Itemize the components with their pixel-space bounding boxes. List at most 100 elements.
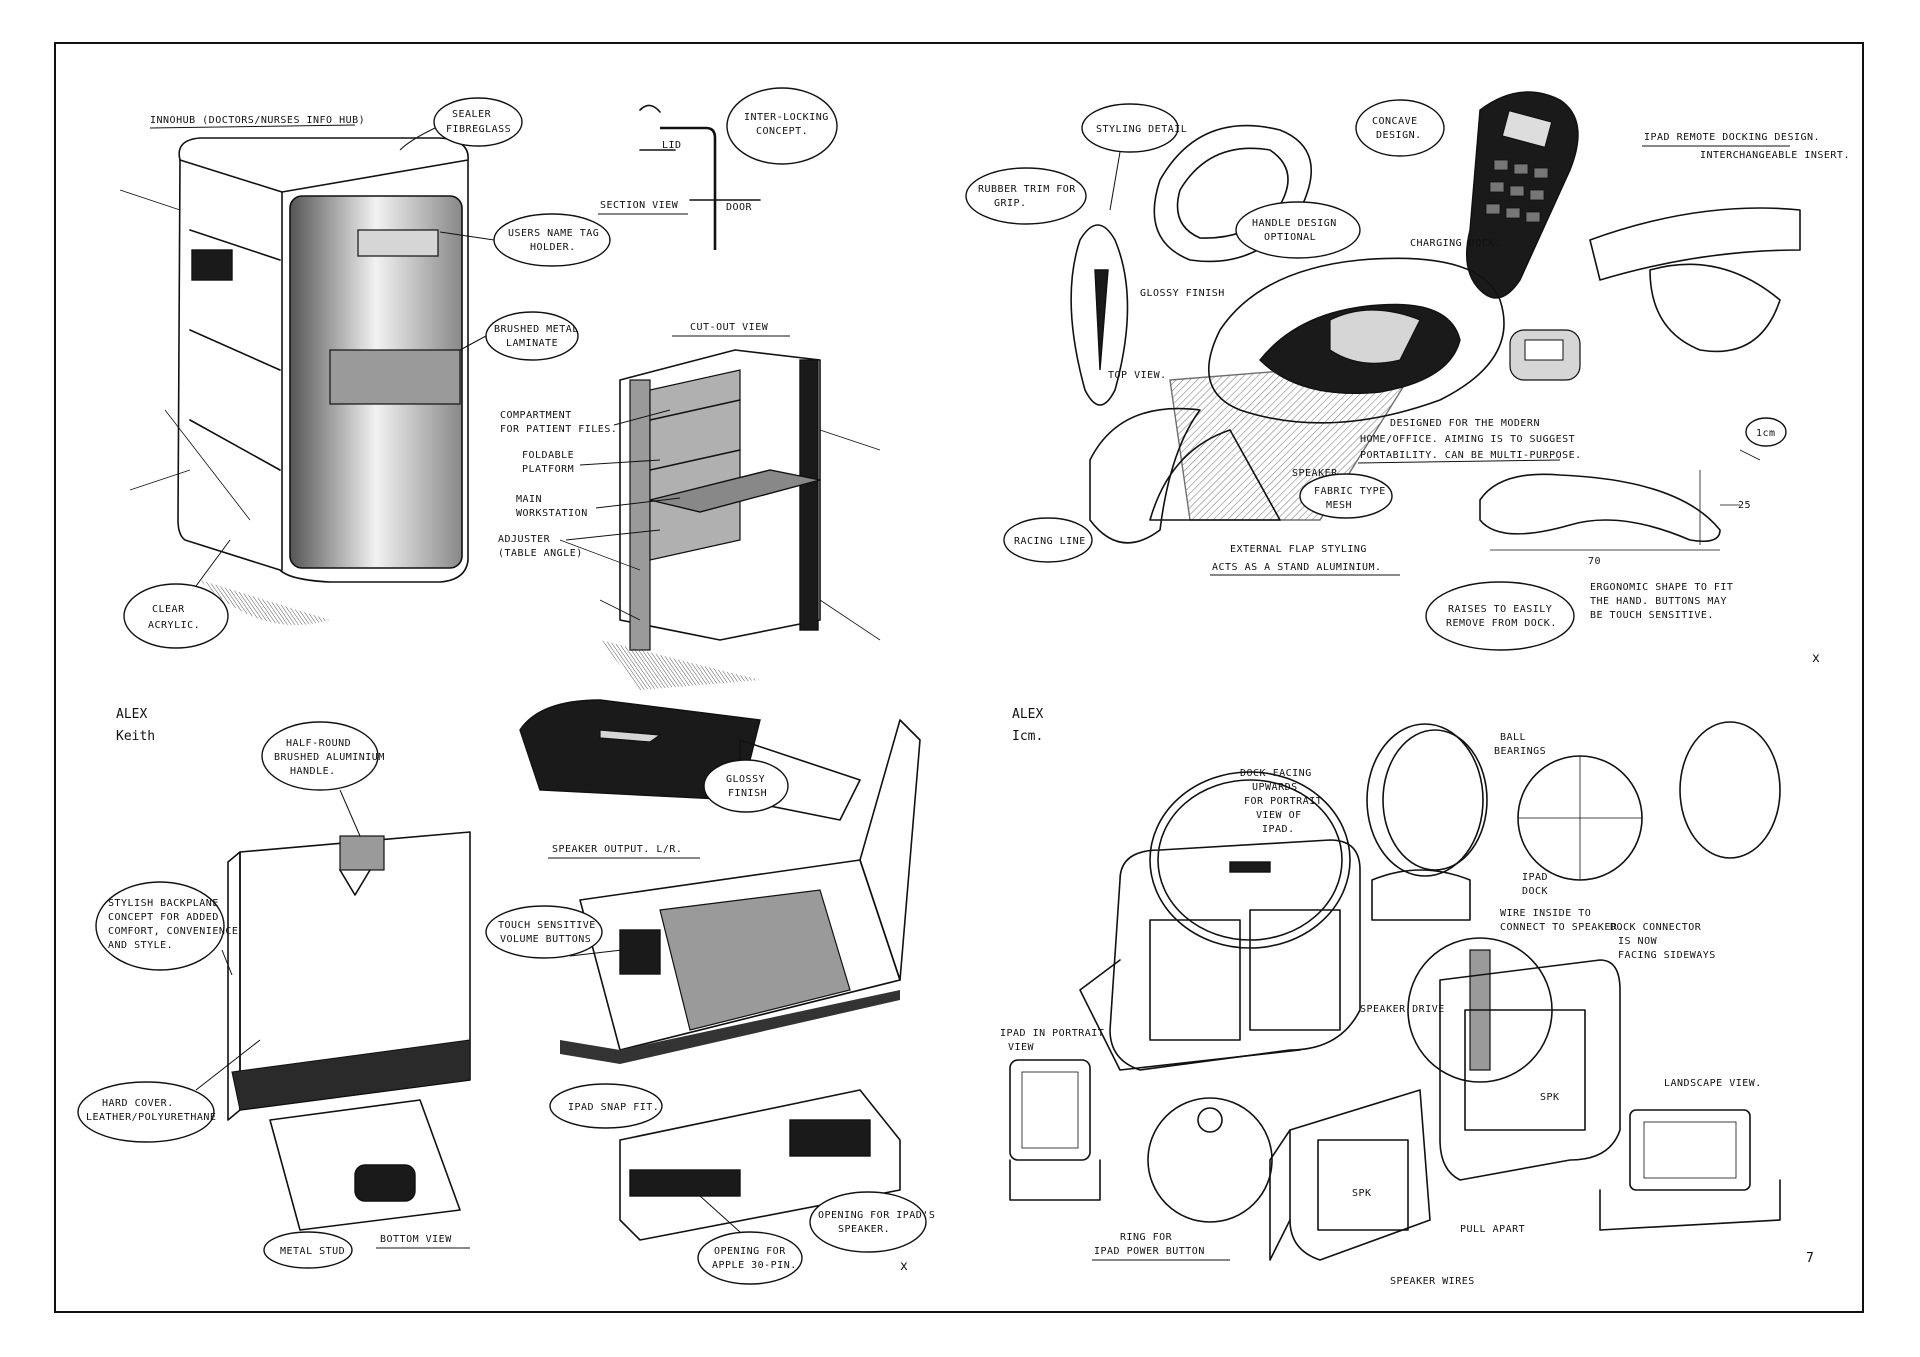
bubble-name-tag (493, 213, 611, 267)
label-connector-3: FACING SIDEWAYS (1618, 950, 1716, 961)
label-dim-1: 1cm (1756, 428, 1776, 439)
label-dock-up-5: IPAD. (1262, 824, 1295, 835)
label-ipad-dock-1: IPAD (1522, 872, 1548, 883)
label-raises-2: REMOVE FROM DOCK. (1446, 618, 1557, 629)
label-mark-br: 7 (1806, 1251, 1814, 1266)
dock-pull-apart-sketch (1147, 937, 1621, 1261)
label-glossy-1: GLOSSY (726, 774, 765, 785)
label-ergonomic-2: THE HAND. BUTTONS MAY (1590, 596, 1727, 607)
cabinet-sketch (119, 137, 469, 625)
label-wire-2: CONNECT TO SPEAKER. (1500, 922, 1624, 933)
label-dock-up-4: VIEW OF (1256, 810, 1302, 821)
label-stylish-3: COMFORT, CONVENIENCE (108, 926, 238, 937)
label-foldable-1: FOLDABLE (522, 450, 574, 461)
label-flap-2: ACTS AS A STAND ALUMINIUM. (1212, 562, 1382, 573)
bubble-rubber-trim (965, 167, 1087, 225)
bubble-speaker-mesh (1299, 473, 1393, 519)
label-adjuster-1: ADJUSTER (498, 534, 551, 545)
label-rubber-trim-1: RUBBER TRIM FOR (978, 184, 1076, 195)
section-view-sketch (639, 104, 761, 250)
label-half-round-1: HALF-ROUND (286, 738, 351, 749)
label-sign-br-2: Icm. (1012, 729, 1043, 744)
label-speaker-output: SPEAKER OUTPUT. L/R. (552, 844, 682, 855)
bubble-clear-acrylic (123, 583, 229, 649)
label-speaker-drive: SPEAKER DRIVE (1360, 1004, 1445, 1015)
bubble-hard-cover (77, 1081, 215, 1143)
label-mark-bl: x (900, 1259, 908, 1274)
sheet-border (54, 42, 1864, 1313)
label-dock-up-2: UPWARDS (1252, 782, 1298, 793)
label-connector-2: IS NOW (1618, 936, 1658, 947)
label-touch-2: VOLUME BUTTONS (500, 934, 591, 945)
label-metal-stud: METAL STUD (280, 1246, 345, 1257)
label-speaker-wires: SPEAKER WIRES (1390, 1276, 1475, 1287)
bubble-handle (1235, 201, 1361, 259)
connector-side-sketch (619, 1089, 901, 1241)
title-innohub: INNOHUB (DOCTORS/NURSES INFO HUB) (150, 115, 365, 126)
label-opening-30-2: APPLE 30-PIN. (712, 1260, 797, 1271)
label-compartment-2: FOR PATIENT FILES. (500, 424, 617, 435)
label-handle-1: HANDLE DESIGN (1252, 218, 1337, 229)
dock-body-sketch (1207, 257, 1505, 424)
label-pull-apart: PULL APART (1460, 1224, 1525, 1235)
label-door: DOOR (726, 202, 753, 213)
label-designed-3: PORTABILITY. CAN BE MULTI-PURPOSE. (1360, 450, 1582, 461)
bubble-stylish (95, 881, 225, 971)
label-snap-fit: IPAD SNAP FIT. (568, 1102, 659, 1113)
label-dock-up-3: FOR PORTRAIT (1244, 796, 1322, 807)
label-foldable-2: PLATFORM (522, 464, 574, 475)
label-opening-spk-2: SPEAKER. (838, 1224, 890, 1235)
label-lid: LID (662, 140, 682, 151)
ipad-portrait-sketch (1009, 1059, 1091, 1161)
label-designed-2: HOME/OFFICE. AIMING IS TO SUGGEST (1360, 434, 1575, 445)
panel-speaker-dock: ALEX Icm. (1000, 707, 1814, 1287)
label-name-tag-1: USERS NAME TAG (508, 228, 599, 239)
bubble-metal (485, 311, 579, 361)
label-sign-br-1: ALEX (1012, 707, 1043, 722)
label-touch-1: TOUCH SENSITIVE (498, 920, 596, 931)
bubble-sealer (433, 97, 523, 147)
ergonomic-remote-sketch (1479, 473, 1721, 543)
label-main-2: WORKSTATION (516, 508, 588, 519)
bubble-touch (485, 905, 603, 959)
label-speaker-3: MESH (1326, 500, 1352, 511)
label-sign-bl-1: ALEX (116, 707, 147, 722)
panel-ipad-case: ALEX Keith HALF-ROUND BRUSHED ALUMINIUM … (77, 699, 935, 1285)
label-landscape: LANDSCAPE VIEW. (1664, 1078, 1762, 1089)
label-racing-line: RACING LINE (1014, 536, 1086, 547)
label-handle-2: OPTIONAL (1264, 232, 1316, 243)
panel-remote-dock: STYLING DETAIL RUBBER TRIM FOR GRIP. CON… (965, 91, 1849, 666)
label-flap-1: EXTERNAL FLAP STYLING (1230, 544, 1367, 555)
label-dim-3: 70 (1588, 556, 1601, 567)
label-half-round-2: BRUSHED ALUMINIUM (274, 752, 385, 763)
label-metal-1: BRUSHED METAL (494, 324, 579, 335)
speaker-output-sketch (519, 699, 761, 801)
label-opening-30-1: OPENING FOR (714, 1246, 786, 1257)
bubble-concave (1355, 99, 1445, 157)
label-raises-1: RAISES TO EASILY (1448, 604, 1552, 615)
label-main-1: MAIN (516, 494, 542, 505)
flap-sketch (1089, 407, 1201, 544)
label-portrait-2: VIEW (1008, 1042, 1035, 1053)
label-dim-2: 25 (1738, 500, 1751, 511)
label-half-round-3: HANDLE. (290, 766, 336, 777)
label-sign-bl-2: Keith (116, 729, 155, 744)
label-portrait-1: IPAD IN PORTRAIT (1000, 1028, 1104, 1039)
panel-innohub: INNOHUB (DOCTORS/NURSES INFO HUB) SEALER… (119, 87, 881, 690)
label-wire-1: WIRE INSIDE TO (1500, 908, 1591, 919)
label-bottom-view: BOTTOM VIEW (380, 1234, 452, 1245)
label-glossy-finish: GLOSSY FINISH (1140, 288, 1225, 299)
label-spk-1: SPK (1352, 1188, 1372, 1199)
label-speaker-1: SPEAKER (1292, 468, 1338, 479)
label-clear-1: CLEAR (152, 604, 185, 615)
label-dock-up-1: DOCK FACING (1240, 768, 1312, 779)
bubble-interlocking (726, 87, 838, 165)
label-opening-spk-1: OPENING FOR IPAD'S (818, 1210, 935, 1221)
label-spk-2: SPK (1540, 1092, 1560, 1103)
label-clear-2: ACRYLIC. (148, 620, 200, 631)
label-top-view: TOP VIEW. (1108, 370, 1167, 381)
bubble-opening-spk (809, 1191, 927, 1253)
label-sealer-sub: FIBREGLASS (446, 124, 511, 135)
label-ergonomic-3: BE TOUCH SENSITIVE. (1590, 610, 1714, 621)
